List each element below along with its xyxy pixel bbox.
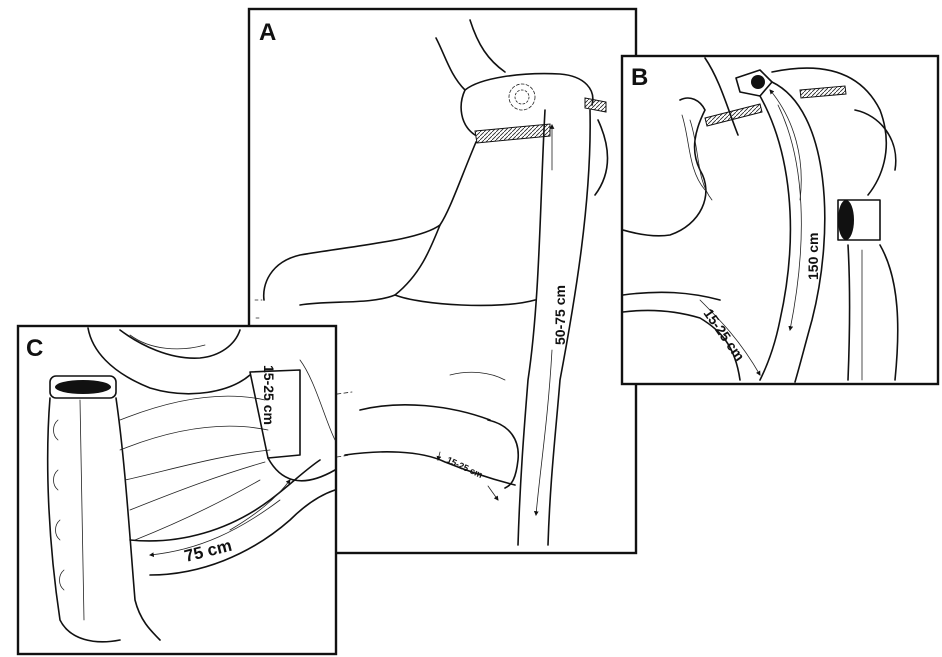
panel-a-limb-length: 50-75 cm bbox=[552, 285, 568, 345]
panel-b-frame bbox=[622, 56, 938, 384]
panel-b-limb-length: 150 cm bbox=[805, 233, 821, 280]
panel-b: B bbox=[622, 56, 938, 384]
panel-c-common-channel-length: 15-25 cm bbox=[261, 365, 277, 425]
panel-c: C bbox=[18, 326, 336, 654]
panel-a-letter: A bbox=[259, 19, 276, 46]
panel-b-letter: B bbox=[631, 64, 648, 91]
panel-c-letter: C bbox=[26, 335, 43, 362]
